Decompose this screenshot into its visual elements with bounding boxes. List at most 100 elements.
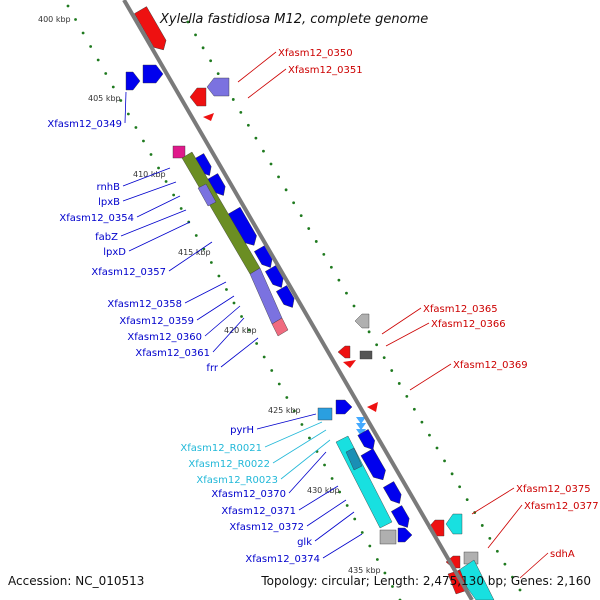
outer-tick-dot	[329, 265, 333, 269]
gene-red-small	[343, 360, 356, 368]
inner-tick-dot	[300, 423, 304, 426]
gene-blue-group	[360, 448, 386, 481]
outer-tick-dot	[231, 98, 235, 101]
inner-tick-dot	[119, 99, 123, 102]
gene-label: Xfasm12_0361	[135, 348, 210, 359]
outer-tick-dot	[307, 227, 311, 230]
gene-label: Xfasm12_0349	[47, 119, 122, 130]
gene-blue	[391, 505, 410, 528]
inner-tick-dot	[111, 85, 115, 89]
outer-tick-dot	[412, 407, 416, 411]
kbp-marker-label: 410 kbp	[133, 170, 166, 179]
leader-line	[168, 241, 213, 272]
outer-tick-dot	[186, 20, 190, 24]
inner-tick-dot	[247, 328, 251, 332]
gene-blue	[276, 285, 295, 308]
gene-label: lpxB	[98, 197, 120, 208]
topology-text: Topology: circular; Length: 2,475,130 bp…	[261, 574, 591, 588]
leader-line	[122, 167, 171, 187]
gene-label: Xfasm12_0374	[245, 554, 320, 565]
leader-line	[322, 533, 363, 559]
kbp-marker-label: 430 kbp	[307, 486, 340, 495]
outer-tick-dot	[292, 201, 296, 205]
gene-blue	[142, 64, 164, 84]
inner-tick-dot	[126, 112, 130, 116]
leader-line	[124, 91, 127, 124]
inner-tick-dot	[383, 571, 387, 575]
inner-tick-dot	[179, 207, 183, 210]
gene-teal	[345, 447, 363, 471]
inner-tick-dot	[255, 342, 259, 345]
gene-label: Xfasm12_0354	[59, 213, 134, 224]
leader-line	[385, 322, 430, 347]
gene-blue-group	[383, 481, 402, 504]
inner-tick-dot	[375, 558, 379, 561]
outer-tick-dot	[194, 33, 197, 37]
kbp-marker-label: 420 kbp	[224, 326, 257, 335]
gene-label: fabZ	[95, 232, 118, 243]
gene-label: pyrH	[230, 425, 254, 436]
inner-tick-dot	[323, 463, 326, 467]
leader-line	[288, 451, 327, 494]
leader-line	[120, 209, 187, 237]
inner-tick-dot	[232, 301, 236, 305]
outer-tick-dot	[495, 549, 499, 553]
outer-tick-dot	[209, 59, 213, 63]
gene-red-small	[203, 113, 214, 121]
gene-label: Xfasm12_0351	[288, 65, 363, 76]
gene-label: Xfasm12_R0023	[196, 475, 278, 486]
outer-tick-dot	[382, 356, 386, 360]
inner-tick-dot	[225, 288, 228, 291]
outer-tick-dot	[314, 240, 318, 243]
leader-line	[237, 51, 277, 83]
outer-tick-dot	[262, 149, 265, 153]
inner-tick-dot	[149, 153, 153, 156]
outer-tick-dot	[322, 252, 326, 256]
gene-lightblue	[317, 407, 333, 421]
outer-tick-dot	[201, 46, 205, 50]
leader-line	[247, 68, 287, 99]
outer-tick-dot	[254, 136, 258, 140]
outer-tick-dot	[443, 459, 446, 463]
inner-tick-dot	[81, 31, 85, 35]
tick-dot-tracks	[66, 4, 522, 600]
gene-blue-group	[227, 206, 257, 246]
gene-label: glk	[297, 537, 312, 548]
gene-label: Xfasm12_0358	[107, 299, 182, 310]
inner-tick-dot	[66, 4, 70, 8]
inner-tick-dot	[89, 45, 93, 48]
gene-label: Xfasm12_R0021	[180, 443, 262, 454]
inner-tick-dot	[142, 139, 145, 143]
leader-line	[298, 485, 339, 511]
inner-tick-dot	[74, 18, 77, 21]
outer-tick-dot	[488, 536, 492, 540]
outer-tick-dot	[518, 588, 522, 592]
inner-tick-dot	[391, 585, 394, 588]
gene-labels: Xfasm12_0349 rnhB lpxB Xfasm12_0354 fabZ lpxD…	[47, 48, 598, 565]
outer-tick-dot	[428, 433, 431, 437]
leader-line	[519, 552, 549, 579]
gene-gray	[379, 529, 397, 545]
inner-tick-dot	[330, 477, 334, 480]
gene-cyan	[445, 513, 463, 535]
gene-label: Xfasm12_0366	[431, 319, 506, 330]
gene-violet	[197, 183, 217, 207]
kbp-marker-label: 415 kbp	[178, 248, 211, 257]
outer-tick-dot	[239, 110, 243, 114]
gene-label: rnhB	[97, 182, 121, 193]
gene-gray	[354, 313, 370, 329]
leader-line	[409, 363, 452, 391]
leader-line	[184, 281, 227, 304]
outer-tick-dot	[450, 472, 454, 476]
leader-line	[471, 487, 515, 515]
outer-tick-dot	[345, 291, 348, 295]
gene-cyan	[455, 559, 495, 600]
gene-label: Xfasm12_0369	[453, 360, 528, 371]
outer-tick-dot	[405, 394, 409, 398]
leader-line	[264, 421, 323, 448]
gene-label: lpxD	[103, 247, 126, 258]
inner-tick-dot	[345, 504, 349, 507]
inner-tick-dot	[285, 396, 289, 399]
leader-line	[314, 511, 355, 542]
